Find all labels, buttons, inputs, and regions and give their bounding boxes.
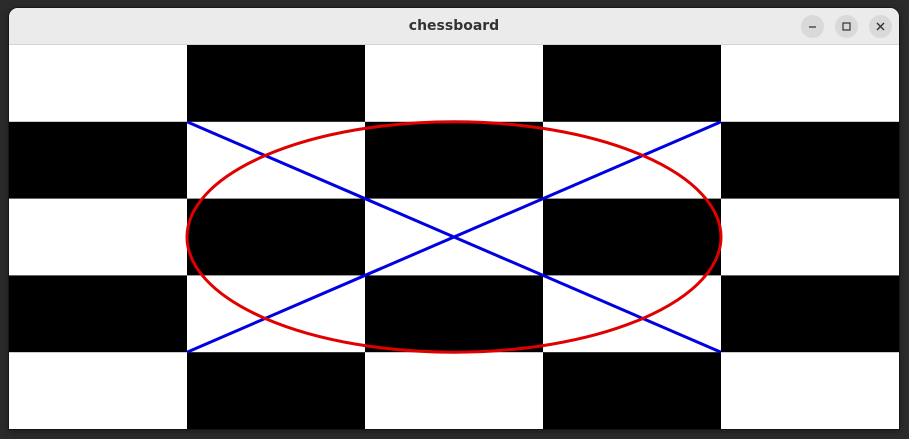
board-square-dark [365,275,544,353]
minimize-icon [809,26,816,28]
board-square-dark [543,352,722,429]
board-square-light [9,45,188,123]
diagonal-line-up [186,120,722,354]
minimize-button[interactable] [801,15,824,38]
maximize-icon [842,22,851,31]
board-square-dark [187,198,366,276]
chessboard-canvas[interactable] [9,45,899,429]
board-square-dark [9,121,188,200]
close-button[interactable] [869,15,892,38]
board-square-dark [543,198,722,276]
board-square-light [9,198,188,276]
maximize-button[interactable] [835,15,858,38]
board-square-dark [721,121,899,200]
board-square-dark [543,45,722,123]
board-square-dark [187,45,366,123]
red-ellipse [185,120,723,354]
board-square-light [721,45,899,123]
board-square-dark [9,275,188,353]
board-square-dark [365,121,544,200]
board-square-light [721,198,899,276]
board-square-light [9,352,188,429]
board-square-light [365,45,544,123]
board-square-light [365,352,544,429]
board-square-dark [187,352,366,429]
window-title: chessboard [408,18,500,34]
board-square-light [721,352,899,429]
title-bar[interactable]: chessboard [9,8,899,45]
close-icon [876,22,885,31]
app-window: chessboard [9,8,899,429]
board-square-dark [721,275,899,353]
